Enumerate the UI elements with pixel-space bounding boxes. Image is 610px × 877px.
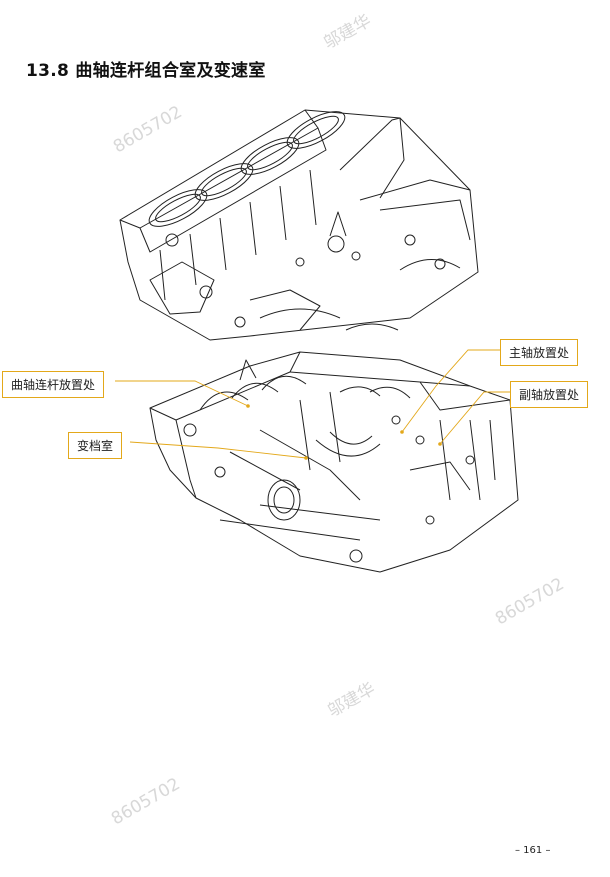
callout-counter-shaft: 副轴放置处 — [510, 381, 589, 408]
callout-crank-placement: 曲轴连杆放置处 — [2, 371, 105, 398]
crankcase-lower — [149, 351, 519, 573]
page-number: – 161 – — [515, 845, 551, 856]
callout-gear-chamber: 变档室 — [68, 432, 123, 459]
page-title: 13.8 曲轴连杆组合室及变速室 — [26, 61, 266, 81]
leader-lines — [115, 349, 510, 459]
callout-main-shaft: 主轴放置处 — [500, 339, 579, 366]
leader-dots — [246, 404, 442, 460]
cylinder-block-upper — [119, 109, 479, 341]
